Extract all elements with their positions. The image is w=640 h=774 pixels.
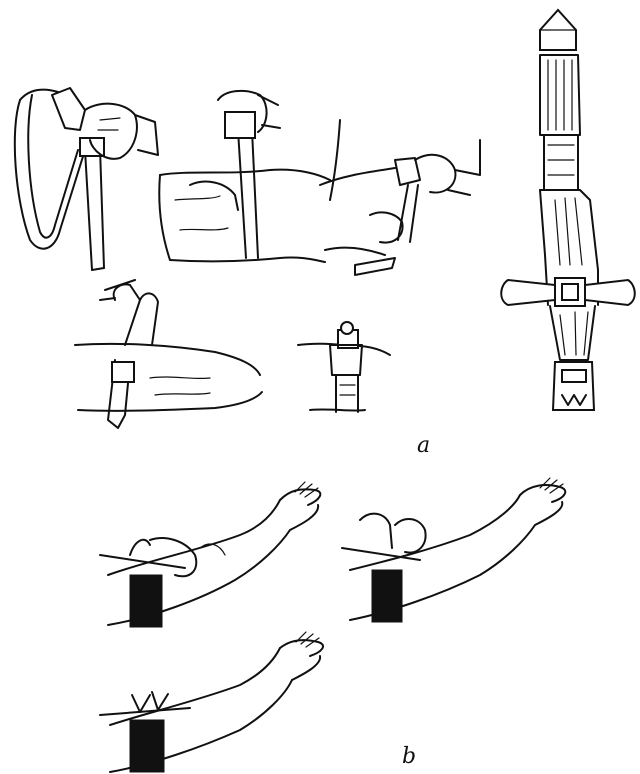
sketch-buckle-closeup	[298, 322, 390, 412]
sketch-arm-twisting-stick	[100, 482, 320, 627]
sketch-hands-adjusting	[320, 120, 480, 275]
sketch-strap-in-hand	[15, 88, 158, 270]
sketch-buckle-tightening	[159, 91, 330, 262]
sketch-full-tourniquet-strap	[501, 10, 635, 410]
sketch-arm-secured	[100, 632, 323, 772]
sketch-arm-tying	[342, 478, 565, 622]
sketch-lever-tightening	[75, 280, 262, 428]
panel-b-label: b	[402, 744, 416, 769]
panel-a-label: a	[417, 433, 430, 458]
